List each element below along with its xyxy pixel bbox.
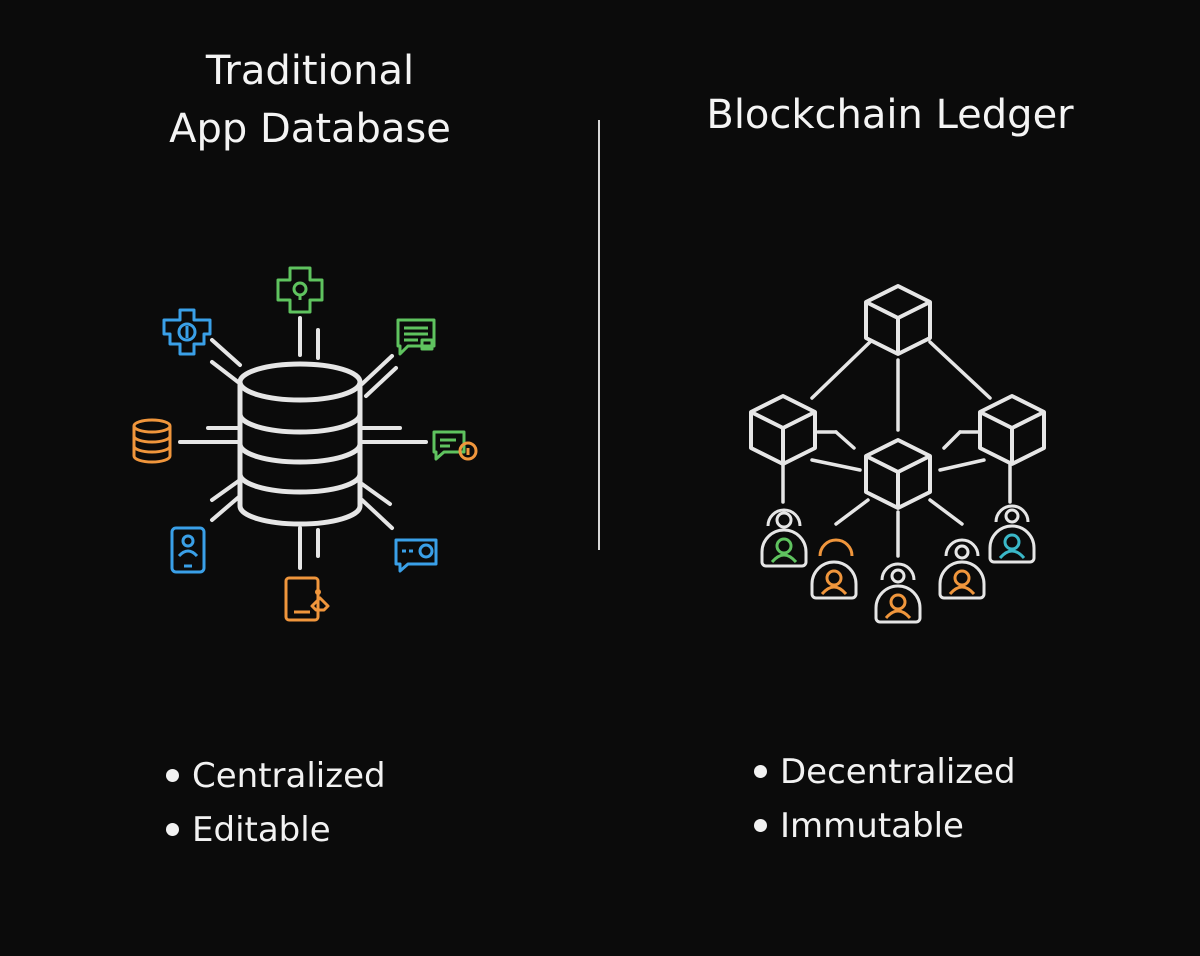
bullet-immutable: Immutable — [752, 799, 1016, 853]
traditional-title-line1: Traditional — [205, 48, 415, 94]
chat-document-icon — [396, 318, 436, 356]
mobile-user-icon — [170, 526, 206, 574]
blockchain-title: Blockchain Ledger — [706, 92, 1074, 138]
centralized-database-diagram — [132, 266, 478, 622]
tablet-icon — [284, 576, 330, 622]
traditional-database-panel: Traditional App Database — [132, 48, 478, 857]
cube-icon-top — [864, 284, 932, 356]
spoke-lines — [178, 316, 428, 570]
blockchain-properties-list: Decentralized Immutable — [752, 745, 1016, 853]
user-icon-teal — [988, 504, 1036, 564]
cube-icon-center — [864, 438, 932, 510]
user-icon-orange-3 — [938, 538, 986, 600]
ledger-connections — [781, 340, 1012, 558]
traditional-title-line2: App Database — [169, 106, 451, 152]
user-icon-green — [760, 508, 808, 568]
blockchain-network-diagram — [749, 284, 1046, 624]
bullet-decentralized: Decentralized — [752, 745, 1016, 799]
message-info-icon — [432, 430, 478, 461]
panel-divider — [598, 120, 600, 550]
gear-dollar-icon — [162, 308, 212, 356]
small-database-icon — [132, 418, 172, 464]
user-icon-orange-2 — [874, 562, 922, 624]
bullet-centralized: Centralized — [164, 749, 386, 803]
traditional-properties-list: Centralized Editable — [164, 749, 386, 857]
medical-cross-icon — [276, 266, 324, 314]
traditional-title: Traditional App Database — [0, 42, 620, 158]
blockchain-ledger-panel: Blockchain Ledger — [600, 0, 1200, 956]
message-camera-icon — [394, 538, 438, 573]
cube-icon-right — [978, 394, 1046, 466]
user-icon-orange-1 — [810, 538, 858, 600]
database-icon — [237, 361, 363, 527]
bullet-editable: Editable — [164, 803, 386, 857]
cube-icon-left — [749, 394, 817, 466]
